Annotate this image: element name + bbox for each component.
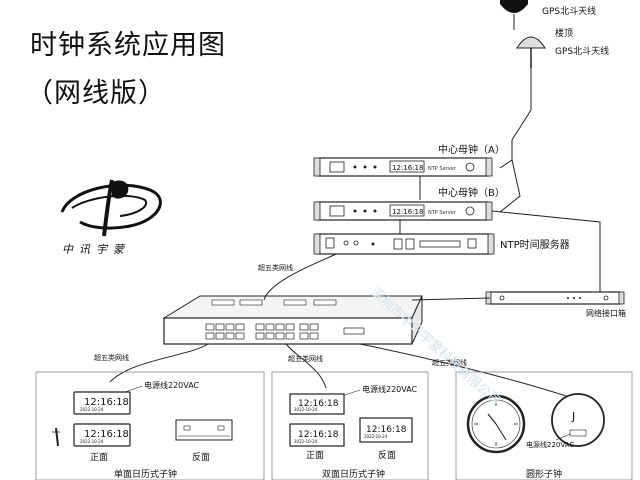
single-clock-front-1[interactable]: 12:16:18 2022-10-24 [73, 391, 131, 415]
diagram-title: 时钟系统应用图 [30, 30, 226, 61]
cable-label-left: 超五类网线 [94, 353, 129, 362]
single-clock-2-date: 2022-10-24 [80, 439, 104, 444]
master-a-model: NTP Server [428, 166, 457, 172]
diagram-subtitle: （网线版） [26, 78, 166, 109]
company-logo: 中讯宇蒙 [60, 179, 162, 256]
double-caption: 双面日历式子钟 [322, 468, 385, 480]
antenna-top-label: GPS北斗天线 [542, 5, 596, 17]
ntp-time-server[interactable]: NTP时间服务器 [313, 233, 570, 255]
round-clock-back[interactable]: J [551, 393, 605, 447]
master-b-label: 中心母钟（B） [438, 186, 505, 199]
antenna-top: GPS北斗天线 [500, 0, 596, 30]
antenna-roof-place: 楼顶 [555, 27, 573, 39]
double-back-label: 反面 [378, 450, 396, 461]
cable-to-single [109, 343, 209, 383]
master-clock-b[interactable]: 12:16:18 NTP Server 中心母钟（B） [313, 186, 505, 221]
master-a-display [389, 160, 425, 173]
master-b-model: NTP Server [428, 210, 457, 216]
interface-box-label: 网络接口箱 [586, 308, 626, 318]
switch-ports [205, 323, 319, 340]
logo-swoosh-inner [71, 194, 148, 217]
double-clock-back[interactable]: 12:16:18 2022-10-24 [359, 417, 413, 443]
master-clock-a[interactable]: 12:16:18 NTP Server 中心母钟（A） [313, 143, 505, 177]
single-clock-2-time: 12:16:18 [84, 429, 129, 440]
double-clock-front[interactable]: 12:16:18 2022-10-24 [289, 393, 345, 415]
round-clock-face-mark: J [571, 410, 575, 423]
single-caption: 单面日历式子钟 [114, 468, 177, 480]
logo-flag [112, 180, 129, 199]
group-box-double [271, 371, 429, 480]
single-power-label: 电源线220VAC [144, 380, 200, 390]
round-power-label: 电源线220VAC [526, 440, 574, 449]
round-clock-front[interactable] [466, 394, 526, 454]
network-interface-box[interactable]: 网络接口箱 [485, 291, 626, 318]
double-clock-side[interactable]: 12:16:18 2022-10-24 [289, 423, 345, 447]
single-sided-group: 电源线220VAC 12:16:18 2022-10-24 12:16:18 2… [52, 380, 233, 480]
cable-label-mid: 超五类网线 [288, 354, 323, 363]
cable-label-main: 超五类网线 [258, 263, 293, 272]
double-clock-side-date: 2022-10-24 [294, 439, 318, 444]
link-master-b-to-box [491, 210, 601, 294]
cable-to-round [359, 343, 579, 401]
antenna-cable-b [499, 159, 521, 213]
cable-switch-to-box [411, 297, 491, 301]
single-back-label: 反面 [192, 452, 210, 463]
single-clock-back [175, 419, 233, 441]
group-box-round [455, 371, 633, 480]
logo-stem [102, 179, 114, 237]
double-power-label: 电源线220VAC [362, 384, 418, 394]
single-clock-front-2[interactable]: 12:16:18 2022-10-24 [73, 423, 131, 447]
double-clock-front-date: 2022-10-24 [294, 407, 318, 412]
double-sided-group: 电源线220VAC 12:16:18 2022-10-24 12:16:18 2… [289, 384, 418, 480]
double-clock-back-date: 2022-10-24 [364, 434, 388, 439]
antenna-roof-label: GPS北斗天线 [555, 45, 609, 57]
single-clock-1-date: 2022-10-24 [80, 407, 104, 412]
antenna-roof: 楼顶 GPS北斗天线 [516, 27, 609, 68]
master-b-display-time: 12:16:18 [392, 208, 423, 216]
logo-text: 中讯宇蒙 [62, 243, 130, 256]
ntp-server-label: NTP时间服务器 [500, 238, 570, 251]
master-b-display [389, 204, 425, 217]
cable-switch-to-ntp [263, 253, 337, 301]
antenna-cable [499, 68, 532, 169]
single-side-profile [55, 427, 59, 447]
single-clock-1-time: 12:16:18 [84, 397, 129, 408]
master-a-display-time: 12:16:18 [392, 164, 423, 172]
single-front-label: 正面 [90, 452, 108, 463]
round-caption: 圆形子钟 [526, 468, 562, 480]
network-switch[interactable] [162, 295, 423, 345]
double-clock-side-time: 12:16:18 [298, 430, 339, 440]
double-front-label: 正面 [306, 450, 324, 461]
cable-label-right: 超五类网线 [432, 358, 467, 367]
group-box-single [35, 371, 265, 480]
double-clock-front-time: 12:16:18 [298, 399, 339, 409]
round-group: J 电源线220VAC 圆形子钟 [466, 393, 605, 480]
double-clock-back-time: 12:16:18 [366, 425, 407, 435]
cable-to-double [285, 343, 327, 389]
master-a-label: 中心母钟（A） [438, 143, 505, 156]
